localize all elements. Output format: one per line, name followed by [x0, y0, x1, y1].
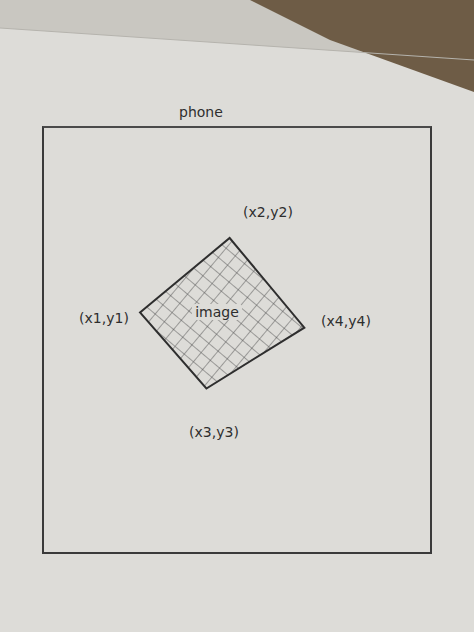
- corner-coordinate: (x3,y3): [189, 424, 239, 440]
- table-surface: [250, 0, 474, 92]
- sheet-fold: [0, 28, 474, 60]
- phone-frame: imagephone: [42, 126, 432, 554]
- diamond-shape: [140, 238, 304, 388]
- corner-coordinate: (x2,y2): [243, 204, 293, 220]
- corner-coordinate: (x1,y1): [79, 310, 129, 326]
- frame-heading: phone: [179, 104, 223, 121]
- image-diamond: image: [140, 238, 306, 390]
- shape-label: image: [192, 304, 242, 321]
- corner-coordinate: (x4,y4): [321, 313, 371, 329]
